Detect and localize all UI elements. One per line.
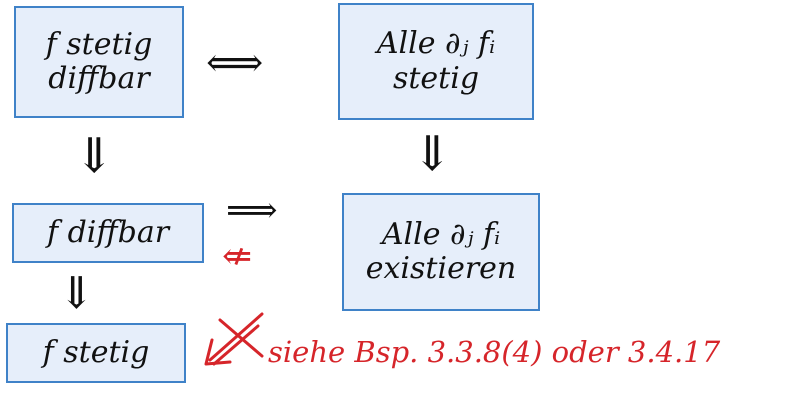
note-reference: siehe Bsp. 3.3.8(4) oder 3.4.17 [268,335,721,369]
box-f-stetig: f stetig [6,323,186,383]
box-alle-stetig-line1: Alle ∂ⱼ fᵢ [376,26,496,61]
box-alle-stetig: Alle ∂ⱼ fᵢ stetig [338,3,534,120]
box-f-stetig-diffbar: f stetig diffbar [14,6,184,118]
box-alle-existieren: Alle ∂ⱼ fᵢ existieren [342,193,540,311]
box-f-diffbar-line1: f diffbar [46,214,170,250]
box-alle-existieren-line2: existieren [365,251,517,286]
box-f-stetig-line1: f stetig [42,334,150,370]
down-arrow-left-lower: ⇓ [58,268,95,319]
box-alle-stetig-line2: stetig [392,60,480,96]
not-implies-arrow-left: ⇍ [222,236,253,277]
box-f-stetig-diffbar-line1: f stetig [45,26,153,62]
down-arrow-left-upper: ⇓ [74,128,115,184]
equivalence-arrow: ⟺ [206,40,264,86]
box-f-stetig-diffbar-line2: diffbar [48,61,150,96]
box-alle-existieren-line1: Alle ∂ⱼ fᵢ [381,216,501,252]
down-arrow-right: ⇓ [412,126,453,182]
box-f-diffbar: f diffbar [12,203,204,263]
implies-arrow-right: ⟹ [226,190,278,231]
